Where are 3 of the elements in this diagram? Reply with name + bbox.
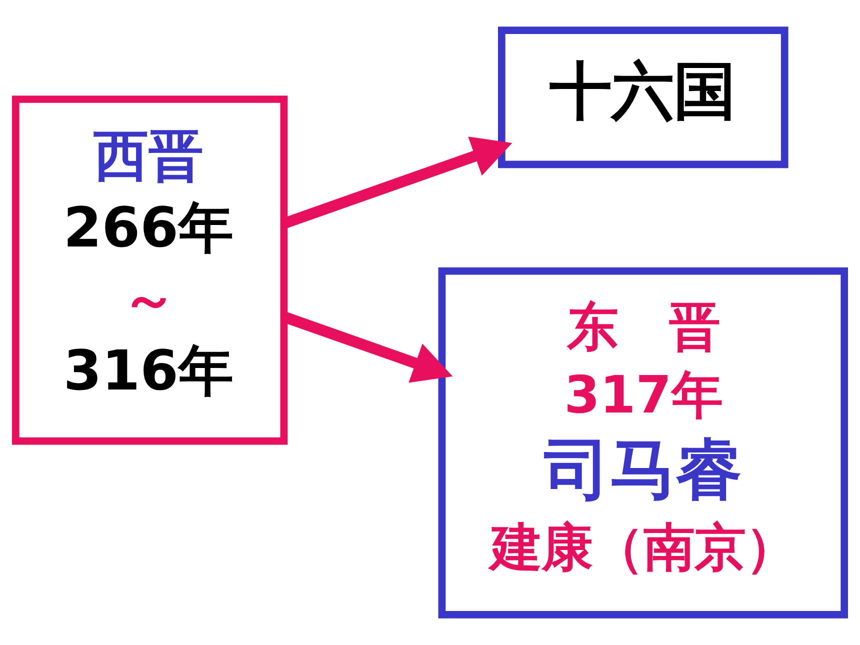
node-box: 东 晋 317年 司马睿 建康（南京） — [438, 267, 848, 618]
node-box: 十六国 — [498, 26, 788, 168]
node-box: 西晋 266年 ～ 316年 — [12, 96, 288, 445]
